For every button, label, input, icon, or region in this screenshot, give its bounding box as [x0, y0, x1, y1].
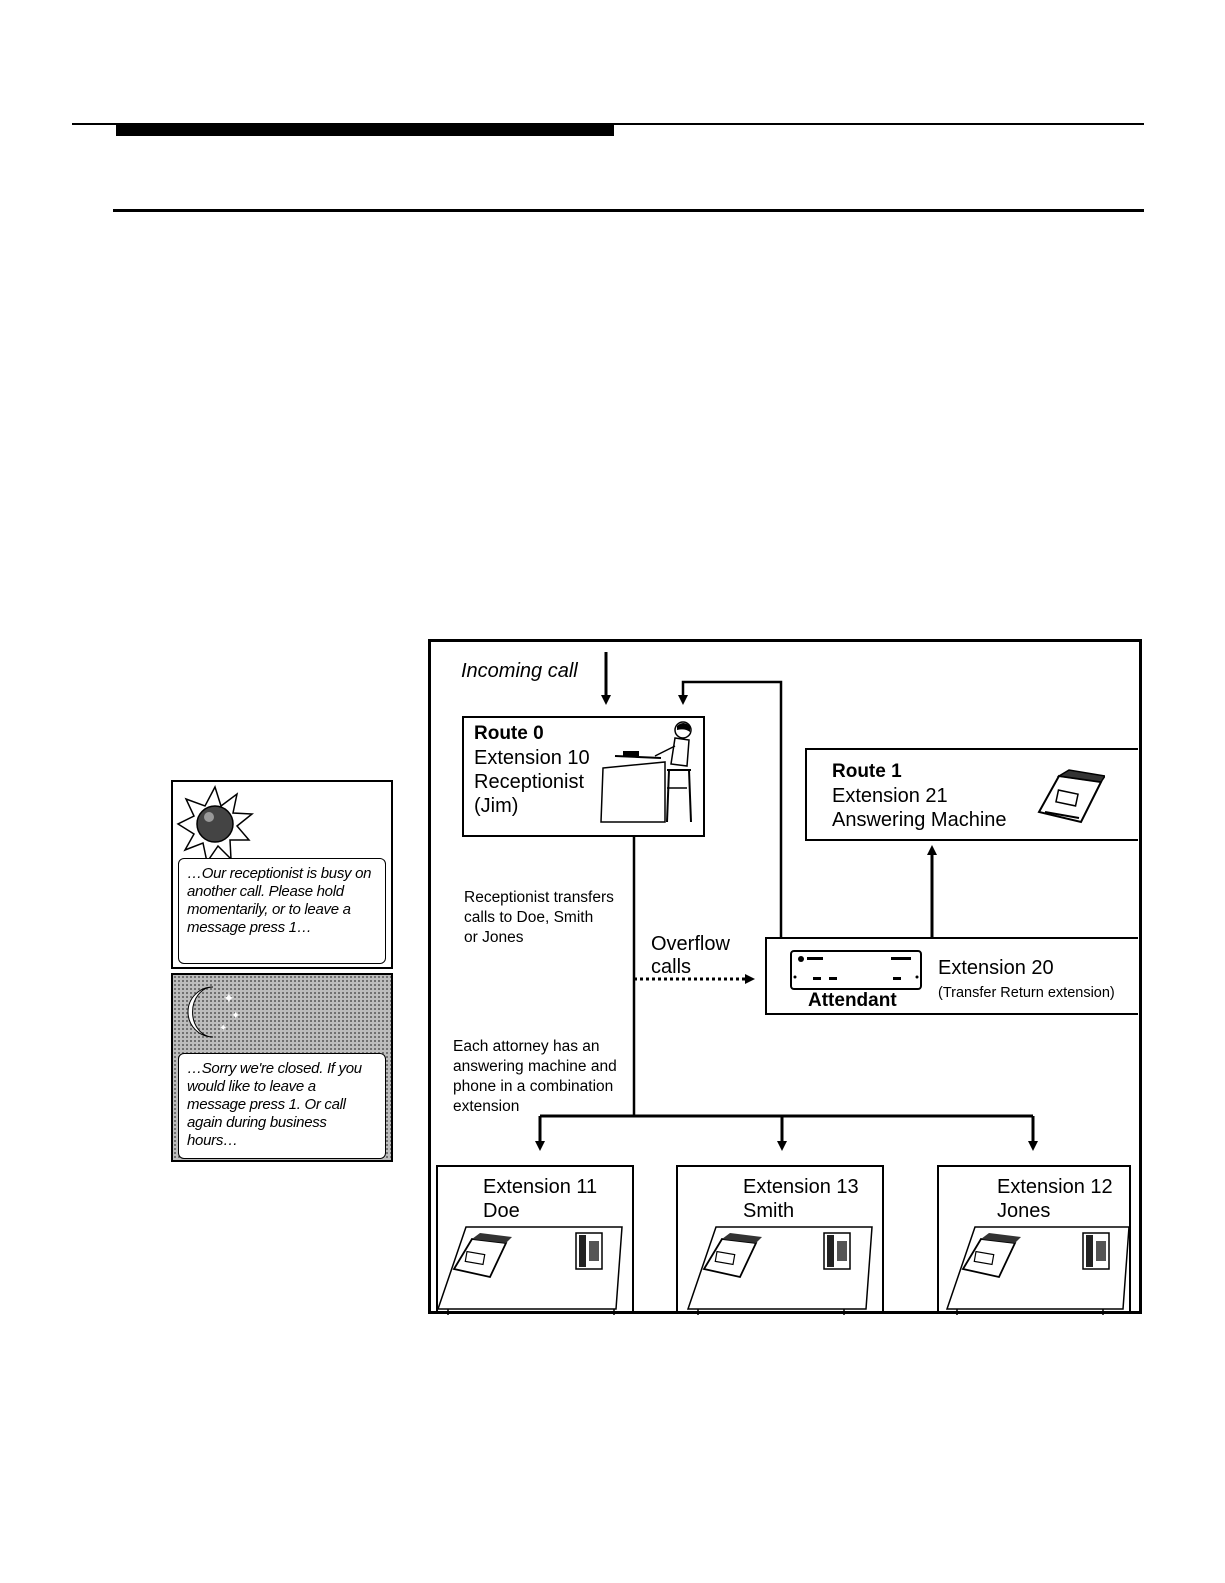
answering-machine-icon — [1037, 769, 1105, 824]
moon-icon: ✦ ✦ ✦ — [187, 986, 240, 1038]
attendant-note: (Transfer Return extension) — [938, 985, 1115, 1001]
route1-extension: Extension 21 — [832, 785, 948, 807]
day-panel: …Our receptionist is busy on another cal… — [171, 780, 393, 969]
route0-extension: Extension 10 — [474, 747, 590, 769]
route0-role: Receptionist — [474, 771, 585, 793]
extension-box-doe: Extension 11 Doe — [436, 1165, 634, 1315]
transfer-return-line — [678, 680, 783, 937]
incoming-call-label: Incoming call — [461, 660, 578, 682]
day-message: …Our receptionist is busy on another cal… — [178, 858, 386, 964]
attendant-extension: Extension 20 — [938, 957, 1054, 979]
ext-name: Smith — [743, 1200, 795, 1222]
svg-text:✦: ✦ — [223, 990, 235, 1006]
header-rule-thick — [116, 124, 614, 136]
attorney-note: Each attorney has an answering machine a… — [453, 1038, 617, 1115]
ext-number: Extension 11 — [483, 1176, 598, 1198]
desk-with-phone-icon — [686, 1226, 873, 1315]
sun-icon — [176, 785, 255, 864]
section-rule — [113, 209, 1144, 212]
overflow-label: Overflow calls — [651, 933, 730, 978]
svg-text:✦: ✦ — [231, 1010, 240, 1022]
desk-with-phone-icon — [945, 1226, 1130, 1315]
receptionist-figure-icon — [600, 721, 692, 823]
desk-with-phone-icon — [436, 1226, 623, 1315]
svg-text:✦: ✦ — [219, 1023, 227, 1034]
attendant-box: Attendant Extension 20 (Transfer Return … — [765, 937, 1138, 1015]
night-panel: ✦ ✦ ✦ …Sorry we're closed. If you would … — [171, 973, 393, 1162]
route1-box: Route 1 Extension 21 Answering Machine — [805, 748, 1138, 841]
attendant-label: Attendant — [808, 990, 897, 1011]
route1-role: Answering Machine — [832, 809, 1007, 831]
ext-number: Extension 12 — [997, 1176, 1113, 1198]
ext-name: Doe — [483, 1200, 520, 1222]
ext-name: Jones — [997, 1200, 1051, 1222]
route0-box: Route 0 Extension 10 Receptionist (Jim) — [462, 716, 705, 837]
ext-number: Extension 13 — [743, 1176, 859, 1198]
extension-box-jones: Extension 12 Jones — [937, 1165, 1131, 1315]
call-flow-diagram — [428, 639, 1142, 1314]
route0-title: Route 0 — [474, 723, 544, 744]
receptionist-note: Receptionist transfers calls to Doe, Smi… — [464, 889, 614, 946]
night-message: …Sorry we're closed. If you would like t… — [178, 1053, 386, 1159]
attendant-console-icon — [790, 950, 922, 990]
route0-name: (Jim) — [474, 795, 519, 817]
extension-box-smith: Extension 13 Smith — [676, 1165, 884, 1315]
route1-title: Route 1 — [832, 761, 902, 782]
